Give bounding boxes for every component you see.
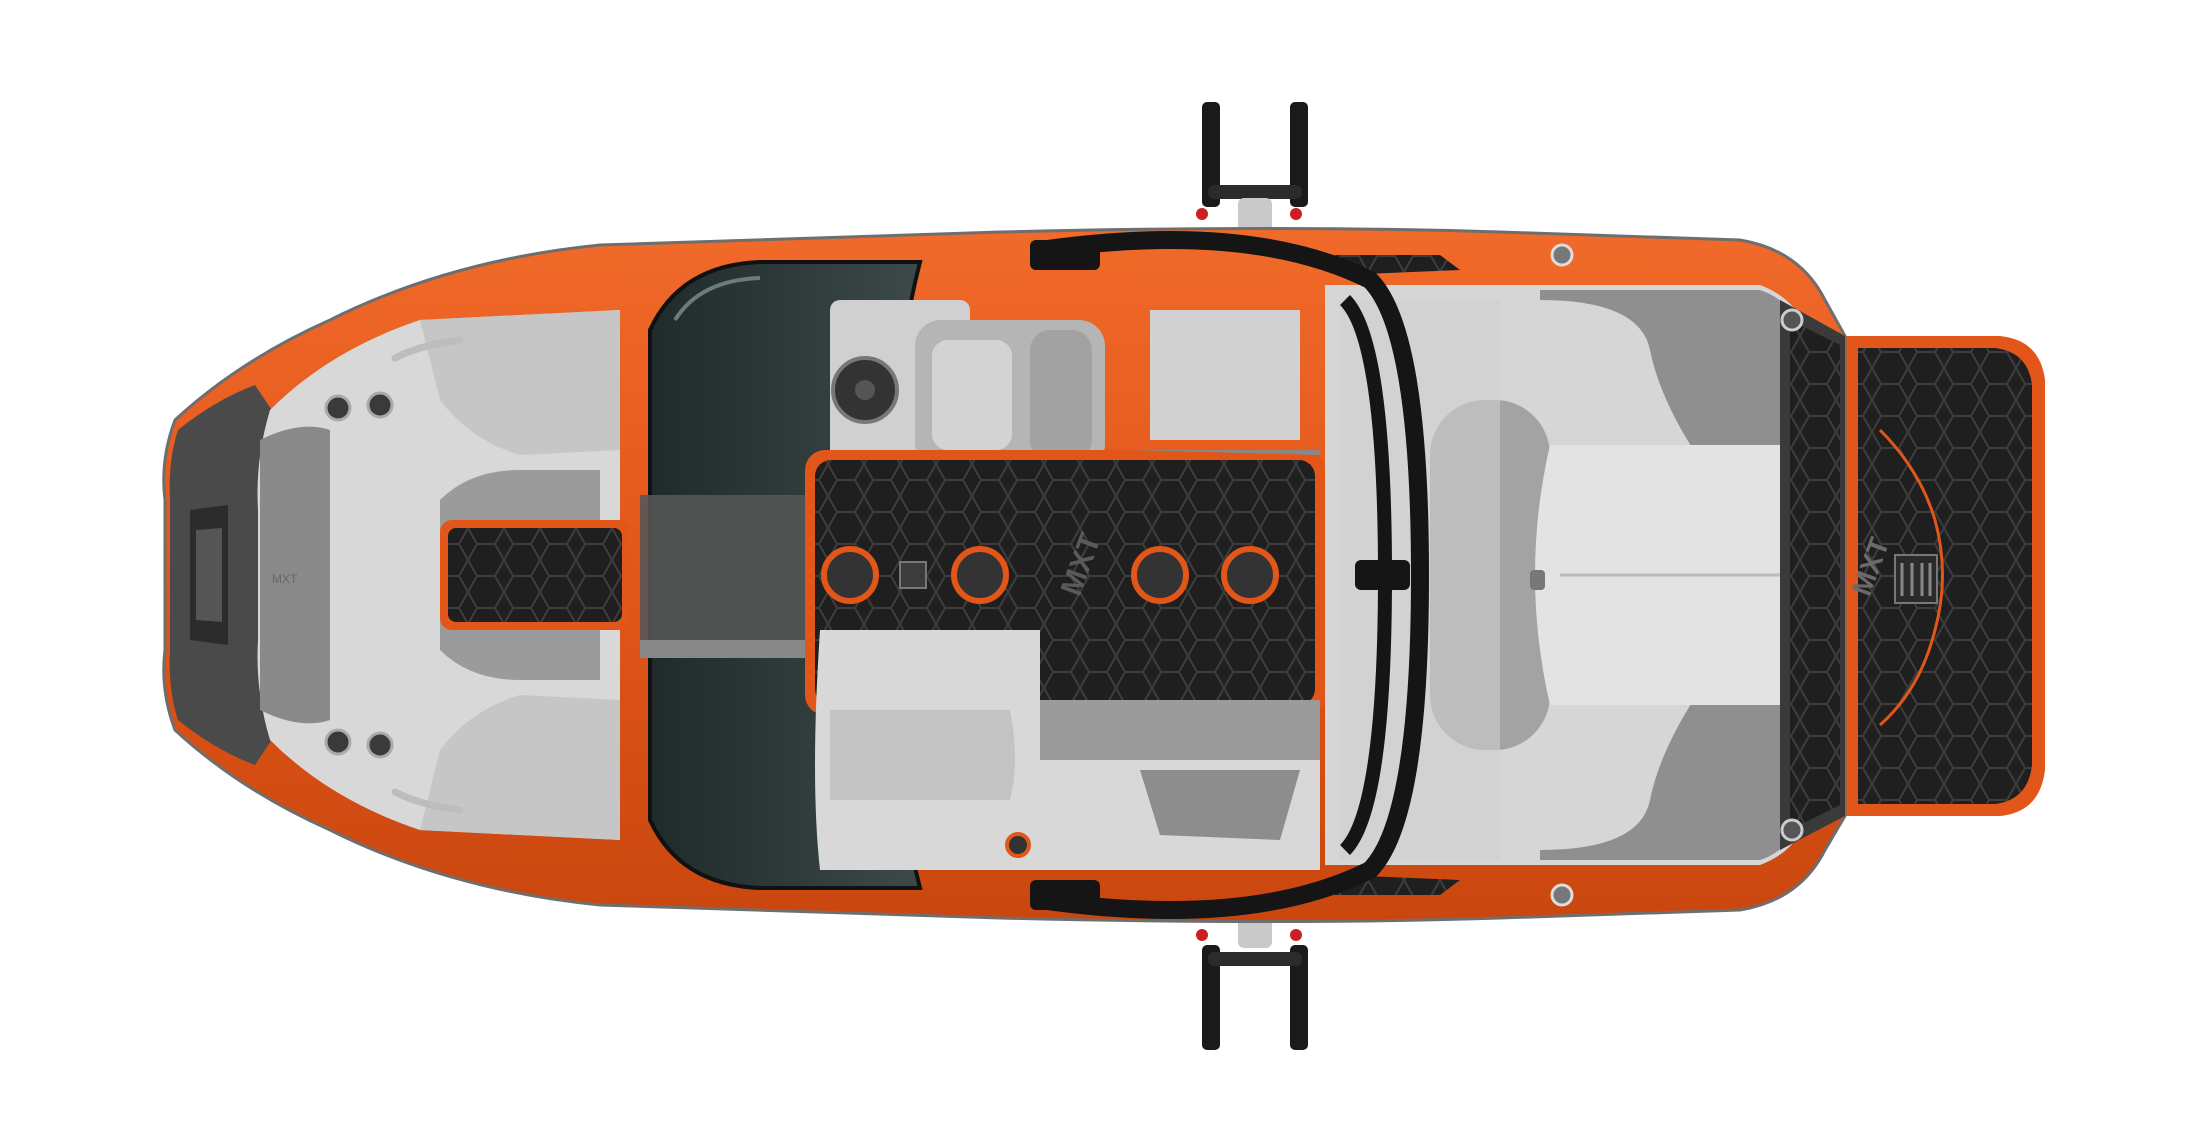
gunwale-mats — [1335, 243, 1574, 907]
bow-seating: MXT — [257, 310, 630, 840]
passenger-seating — [815, 310, 1320, 870]
swim-platform — [1845, 336, 2045, 816]
wakeboard-rack-top — [1196, 102, 1308, 246]
wake-tower — [1030, 231, 1430, 919]
bow-logo: MXT — [272, 572, 298, 586]
wakeboard-rack-bottom — [1196, 900, 1308, 1050]
